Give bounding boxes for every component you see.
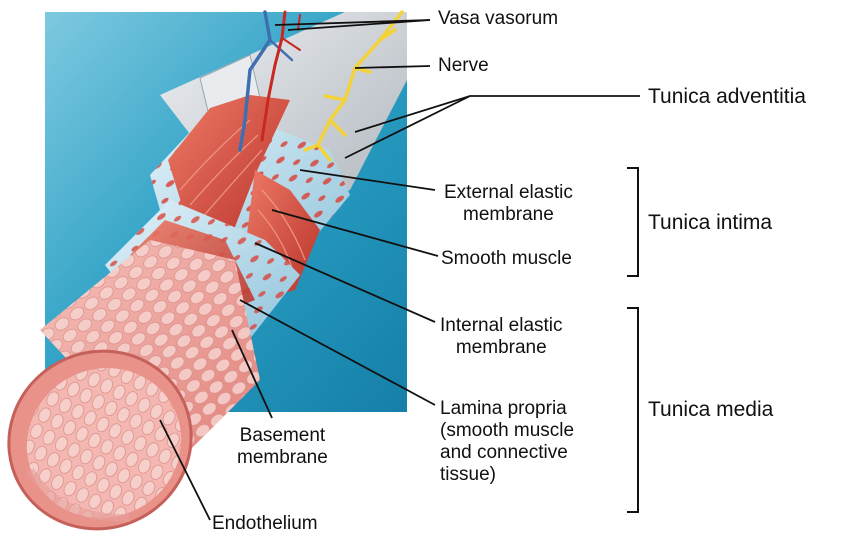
group-brackets xyxy=(627,168,638,512)
group-label-tunica-intima: Tunica intima xyxy=(648,211,772,235)
label-vasa-vasorum: Vasa vasorum xyxy=(438,8,558,30)
bracket-tunica-intima xyxy=(627,168,638,276)
label-endothelium: Endothelium xyxy=(212,513,318,535)
label-nerve: Nerve xyxy=(438,55,489,77)
label-basement-membrane: Basement membrane xyxy=(237,425,328,469)
label-external-elastic-membrane: External elastic membrane xyxy=(444,182,573,226)
group-label-tunica-media: Tunica media xyxy=(648,398,773,422)
bracket-tunica-media xyxy=(627,308,638,512)
group-label-tunica-adventitia: Tunica adventitia xyxy=(648,85,806,109)
label-smooth-muscle: Smooth muscle xyxy=(441,248,572,270)
label-lamina-propria: Lamina propria (smooth muscle and connec… xyxy=(440,398,574,486)
label-internal-elastic-membrane: Internal elastic membrane xyxy=(440,315,563,359)
